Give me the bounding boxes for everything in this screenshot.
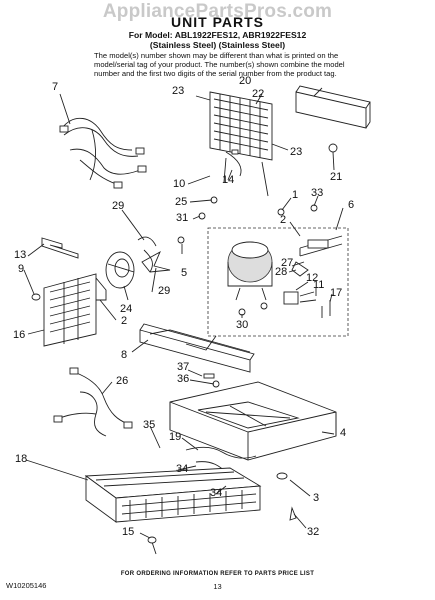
fan-blade-part [137, 236, 171, 273]
watermark: AppliancePartsPros.com [102, 1, 333, 22]
callout-31: 31 [176, 212, 189, 224]
callout-27: 27 [281, 257, 294, 269]
callout-6: 6 [348, 199, 355, 211]
callout-18: 18 [15, 453, 28, 465]
callout-8: 8 [121, 349, 128, 361]
callout-24: 24 [120, 303, 133, 315]
drain-tray-part [295, 85, 371, 153]
callout-22: 22 [252, 88, 265, 100]
condenser-part [84, 467, 262, 523]
callout-15: 15 [122, 526, 135, 538]
callout-11: 11 [313, 279, 325, 291]
callout-21: 21 [330, 171, 343, 183]
callout-2: 2 [121, 315, 128, 327]
callout-34: 34 [210, 487, 223, 499]
callout-25: 25 [175, 196, 188, 208]
callout-3: 3 [313, 492, 320, 504]
callout-4: 4 [340, 427, 347, 439]
note-line: number and the first two digits of the s… [94, 69, 337, 78]
callout-30: 30 [236, 319, 249, 331]
bracket-part [31, 237, 79, 301]
callout-26: 26 [116, 375, 129, 387]
callout-19: 19 [169, 431, 182, 443]
page-title: UNIT PARTS [171, 14, 264, 30]
callout-1: 1 [292, 189, 299, 201]
callout-7: 7 [52, 81, 59, 93]
page-number: 13 [213, 582, 222, 591]
fan-motor-part [105, 249, 153, 289]
callout-23: 23 [172, 85, 185, 97]
base-pan-part [139, 323, 255, 373]
harness-part [53, 367, 133, 437]
callout-28: 28 [275, 266, 288, 278]
leader-lines [23, 87, 344, 539]
doc-number: W10205146 [6, 581, 47, 590]
note-line: model/serial tag of your product. The nu… [94, 60, 345, 69]
fan-shroud-part [43, 273, 107, 347]
callout-23: 23 [290, 146, 303, 158]
callout-2: 2 [280, 214, 287, 226]
finish-line: (Stainless Steel) (Stainless Steel) [149, 40, 286, 50]
callout-36: 36 [177, 373, 190, 385]
callout-14: 14 [222, 174, 235, 186]
foot-parts [147, 472, 297, 555]
compressor-box [207, 227, 349, 337]
callout-12: 12 [306, 272, 319, 284]
wire-harness-part [59, 117, 147, 189]
callout-33: 33 [311, 187, 324, 199]
ordering-info: FOR ORDERING INFORMATION REFER TO PARTS … [120, 571, 315, 577]
fasteners [203, 373, 220, 388]
callout-37: 37 [177, 361, 190, 373]
callout-16: 16 [13, 329, 26, 341]
screws [177, 196, 318, 244]
chassis-base-part [169, 381, 337, 461]
coil-part [209, 91, 273, 197]
callout-34: 34 [176, 463, 189, 475]
callout-5: 5 [181, 267, 188, 279]
model-line: For Model: ABL1922FES12, ABR1922FES12 [128, 30, 307, 40]
callout-17: 17 [330, 287, 343, 299]
callout-20: 20 [239, 75, 252, 87]
callout-29: 29 [112, 200, 125, 212]
callout-29: 29 [158, 285, 171, 297]
callout-32: 32 [307, 526, 320, 538]
note-line: The model(s) number shown may be differe… [94, 51, 339, 60]
thermistor-part [225, 149, 242, 177]
model-note: The model(s) number shown may be differe… [94, 51, 394, 78]
callout-35: 35 [143, 419, 156, 431]
callout-10: 10 [173, 178, 186, 190]
callout-9: 9 [18, 263, 25, 275]
callout-13: 13 [14, 249, 27, 261]
